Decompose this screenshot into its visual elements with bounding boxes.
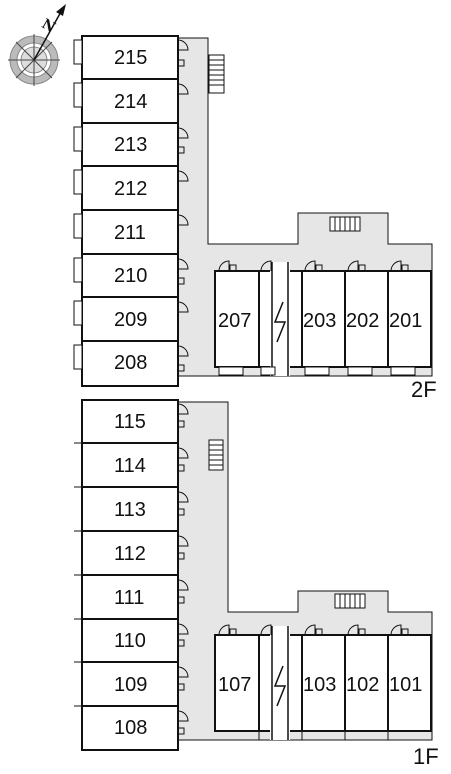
unit-label: 214: [114, 91, 147, 113]
floor-label: 2F: [411, 377, 437, 402]
unit-label: 202: [346, 310, 379, 332]
unit-label: 113: [114, 499, 146, 521]
unit-label: 110: [114, 630, 146, 652]
unit-label: 203: [303, 310, 336, 332]
unit-label: 112: [114, 543, 146, 565]
north-label: N: [39, 16, 58, 36]
right-wing-1f: 107 103 102 101: [214, 624, 432, 740]
unit-label: 107: [218, 674, 251, 696]
unit-label: 102: [346, 674, 379, 696]
unit-label: 201: [389, 310, 422, 332]
unit-label: 210: [114, 265, 147, 287]
unit-label: 211: [114, 222, 146, 244]
unit-label: 207: [218, 310, 251, 332]
unit-label: 101: [389, 674, 422, 696]
unit-label: 109: [114, 674, 147, 696]
floor-1f: 115 114 113 112 111 110 109 108: [74, 399, 439, 769]
unit-label: 115: [114, 411, 146, 433]
floor-2f: 215 214 213 212 211 210 209 208: [73, 35, 437, 402]
stairs-icon: [208, 54, 225, 94]
unit-label: 208: [114, 352, 147, 374]
right-wing-2f: 207 203 202 201: [214, 260, 432, 376]
unit-label: 108: [114, 717, 147, 739]
unit-label: 215: [114, 47, 147, 69]
unit-label: 111: [114, 587, 144, 609]
compass-north-arrow-icon: N: [8, 4, 66, 86]
floor-label: 1F: [413, 744, 439, 769]
unit-label: 114: [114, 455, 146, 477]
unit-label: 209: [114, 309, 147, 331]
left-wing-2f: 215 214 213 212 211 210 209 208: [73, 35, 189, 387]
left-wing-1f: 115 114 113 112 111 110 109 108: [74, 399, 189, 751]
unit-label: 103: [303, 674, 336, 696]
unit-label: 213: [114, 134, 147, 156]
unit-label: 212: [114, 178, 147, 200]
